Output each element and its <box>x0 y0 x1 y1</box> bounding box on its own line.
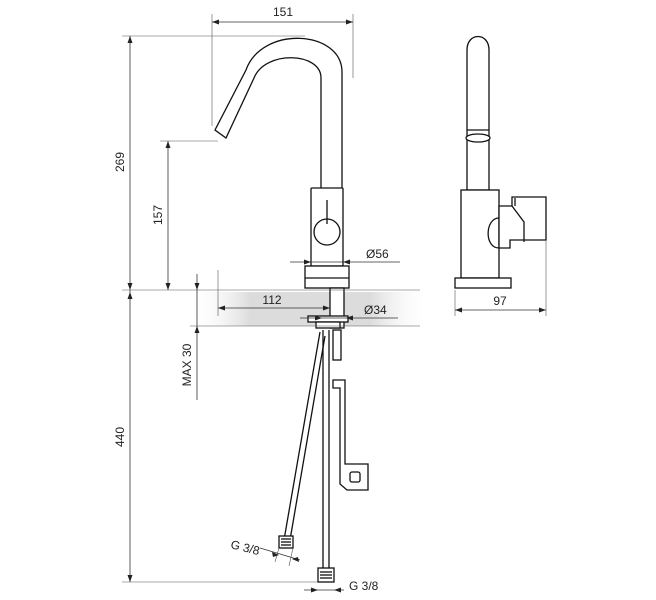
side-base <box>454 277 512 289</box>
faucet-base <box>304 265 350 289</box>
dim-side-depth: 97 <box>454 240 547 316</box>
dim-max-30: MAX 30 <box>180 274 200 400</box>
dim-hose-length: 440 <box>113 290 318 583</box>
dim-body-diameter: Ø56 <box>290 247 400 265</box>
mount-washer <box>315 321 341 329</box>
dim-mount-hole: Ø34 <box>300 303 398 321</box>
dim-label-max30: MAX 30 <box>180 343 194 386</box>
dim-connection-left: G 3/8 <box>229 537 301 567</box>
hose-bracket <box>332 379 369 491</box>
hose-connector <box>332 329 342 361</box>
dim-total-height: 269 <box>113 35 305 290</box>
dim-label-97: 97 <box>493 294 507 308</box>
dim-connection-right: G 3/8 <box>304 579 379 593</box>
dim-label-112: 112 <box>262 293 281 307</box>
dim-spout-height: 157 <box>151 140 218 290</box>
dim-label-157: 157 <box>151 205 165 225</box>
dim-label-d34: Ø34 <box>364 303 387 317</box>
dim-label-269: 269 <box>113 152 127 172</box>
dim-label-151: 151 <box>273 5 293 19</box>
side-lever-curve <box>487 217 500 249</box>
side-body <box>460 189 500 279</box>
side-aerator <box>465 133 491 143</box>
side-view-faucet <box>454 35 547 289</box>
hose-fitting-right <box>317 567 335 583</box>
side-spout <box>466 35 490 191</box>
side-handle <box>498 196 547 249</box>
hose-fitting-left <box>278 535 294 549</box>
dim-label-d56: Ø56 <box>366 247 389 261</box>
dim-label-g38-right: G 3/8 <box>349 579 379 593</box>
angled-hose <box>283 331 321 541</box>
dim-spout-reach: 151 <box>211 5 354 126</box>
spout <box>214 37 343 191</box>
dim-reach-112: 112 <box>217 270 330 316</box>
front-view-faucet <box>214 37 369 583</box>
dim-label-g38-left: G 3/8 <box>229 537 261 558</box>
mount-plate <box>307 315 349 323</box>
dim-label-440: 440 <box>113 427 127 447</box>
